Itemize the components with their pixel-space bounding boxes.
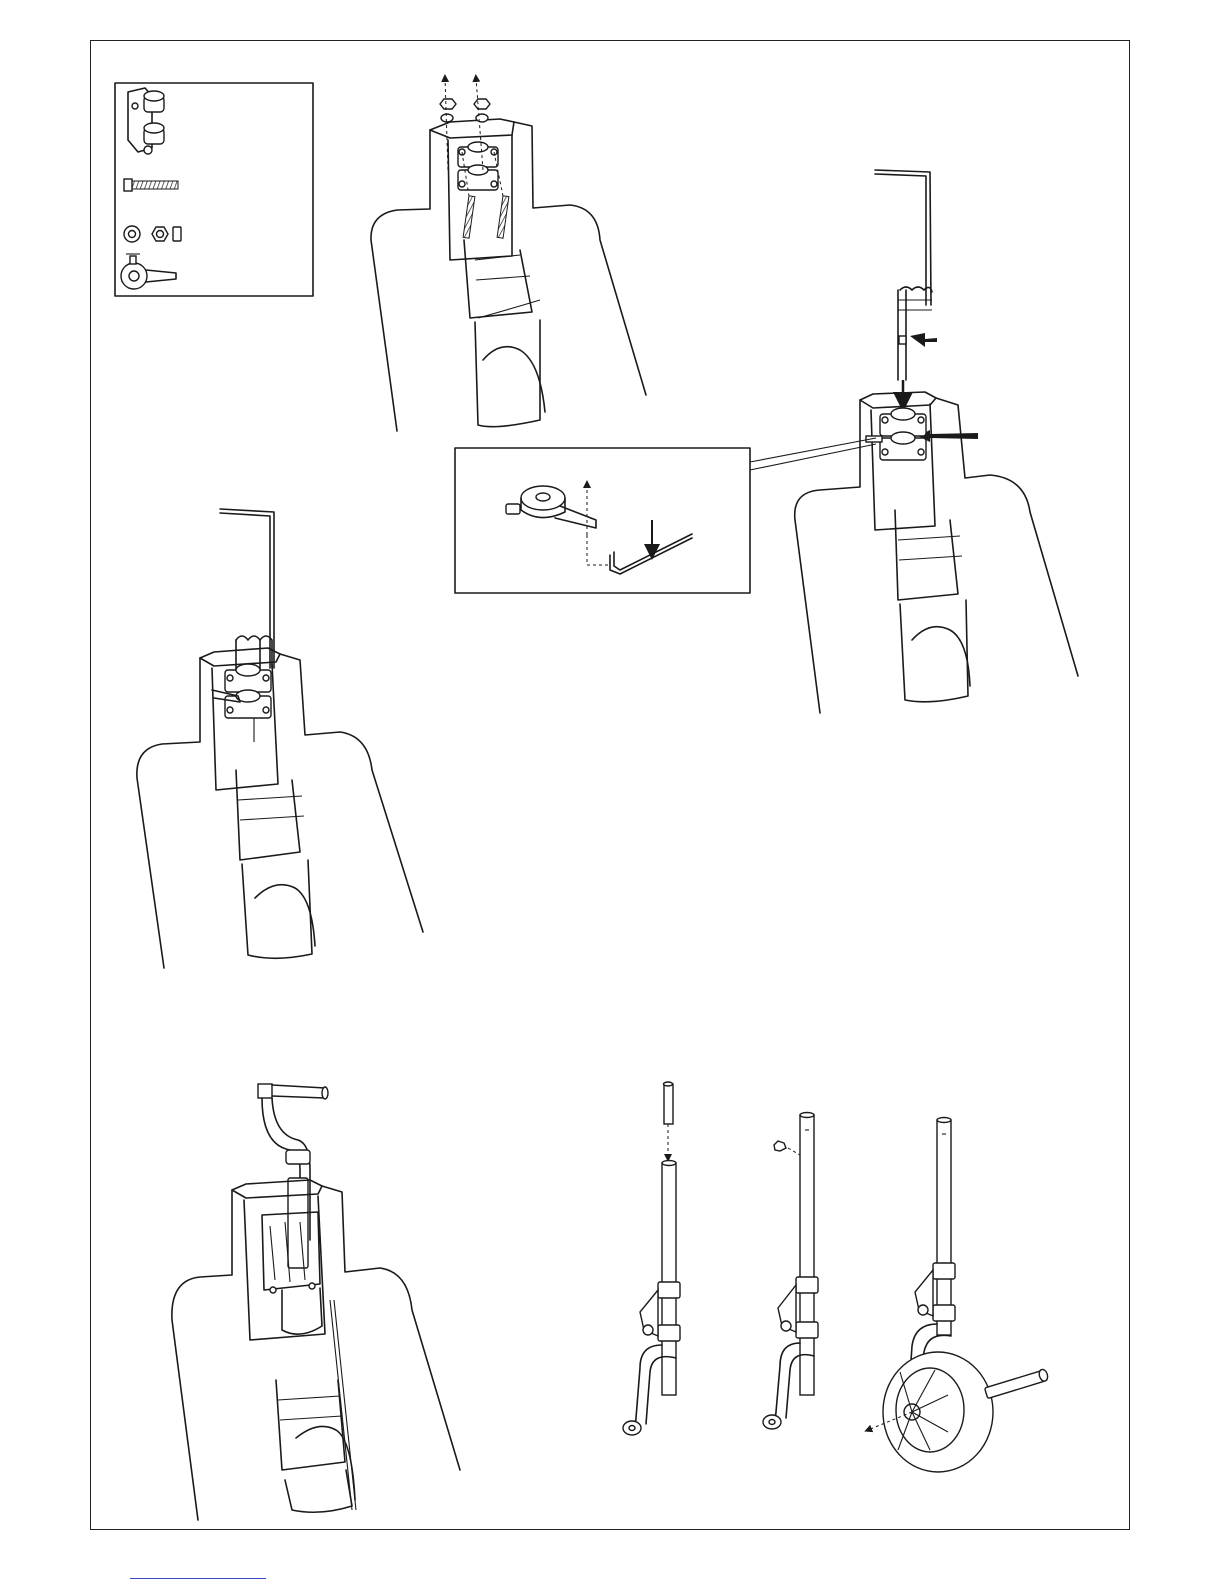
step-retract-unit-installed <box>172 1084 460 1520</box>
steering-arm-icon <box>121 254 176 289</box>
step-insert-strut-with-arm <box>455 170 1078 713</box>
collar-icon <box>173 227 181 241</box>
step-strut-installed <box>137 509 423 968</box>
bolt-icon <box>124 179 178 191</box>
footer-rule <box>130 1578 266 1579</box>
steering-arm-detail <box>506 484 692 574</box>
step-assemble-strut-and-wheel <box>623 1082 1049 1472</box>
washer-icon <box>124 226 140 242</box>
bearing-block-icon <box>128 88 164 154</box>
step-mount-bearing-blocks <box>371 78 646 431</box>
parts-legend <box>115 83 313 296</box>
nut-icon <box>152 227 168 241</box>
